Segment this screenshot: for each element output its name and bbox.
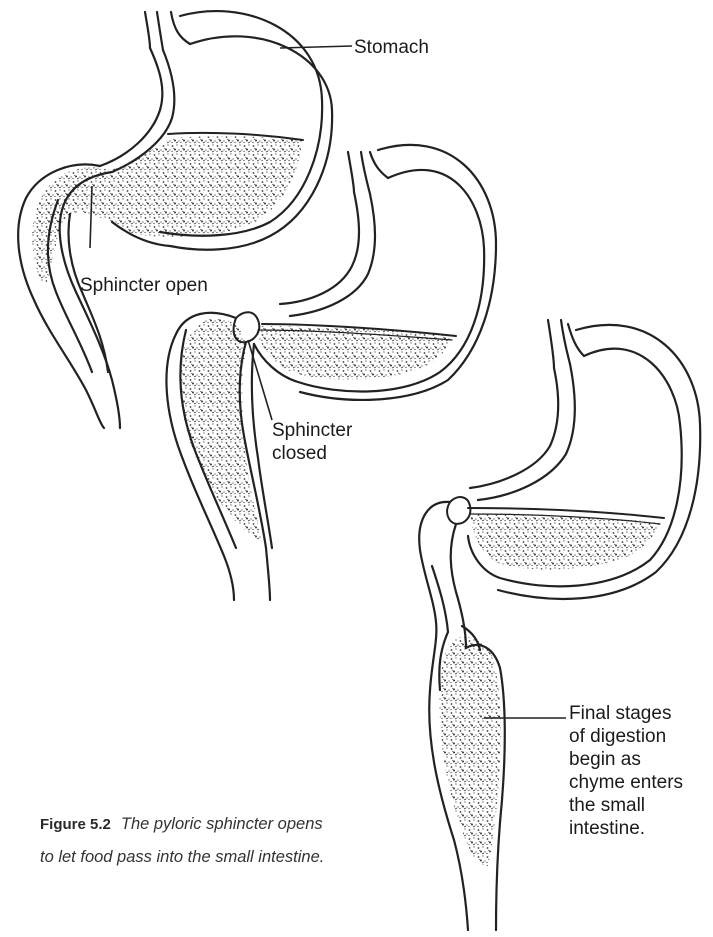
stage-2-stomach-chyme — [256, 326, 452, 380]
stomach-label: Stomach — [354, 36, 429, 59]
stage-1-esophagus — [145, 12, 150, 48]
stage-2-duodenum-chyme — [180, 318, 262, 542]
sphincter-closed-label: Sphincter closed — [272, 419, 352, 465]
sphincter-open-label: Sphincter open — [80, 274, 208, 297]
stomach-leader-line — [280, 46, 352, 48]
stage-2-esophagus — [348, 152, 354, 192]
stage-3-esophagus — [548, 320, 554, 368]
figure-number: Figure 5.2 — [40, 816, 111, 833]
final-stages-label: Final stages of digestion begin as chyme… — [569, 702, 683, 840]
stage-3-intestine-chyme — [440, 637, 501, 866]
